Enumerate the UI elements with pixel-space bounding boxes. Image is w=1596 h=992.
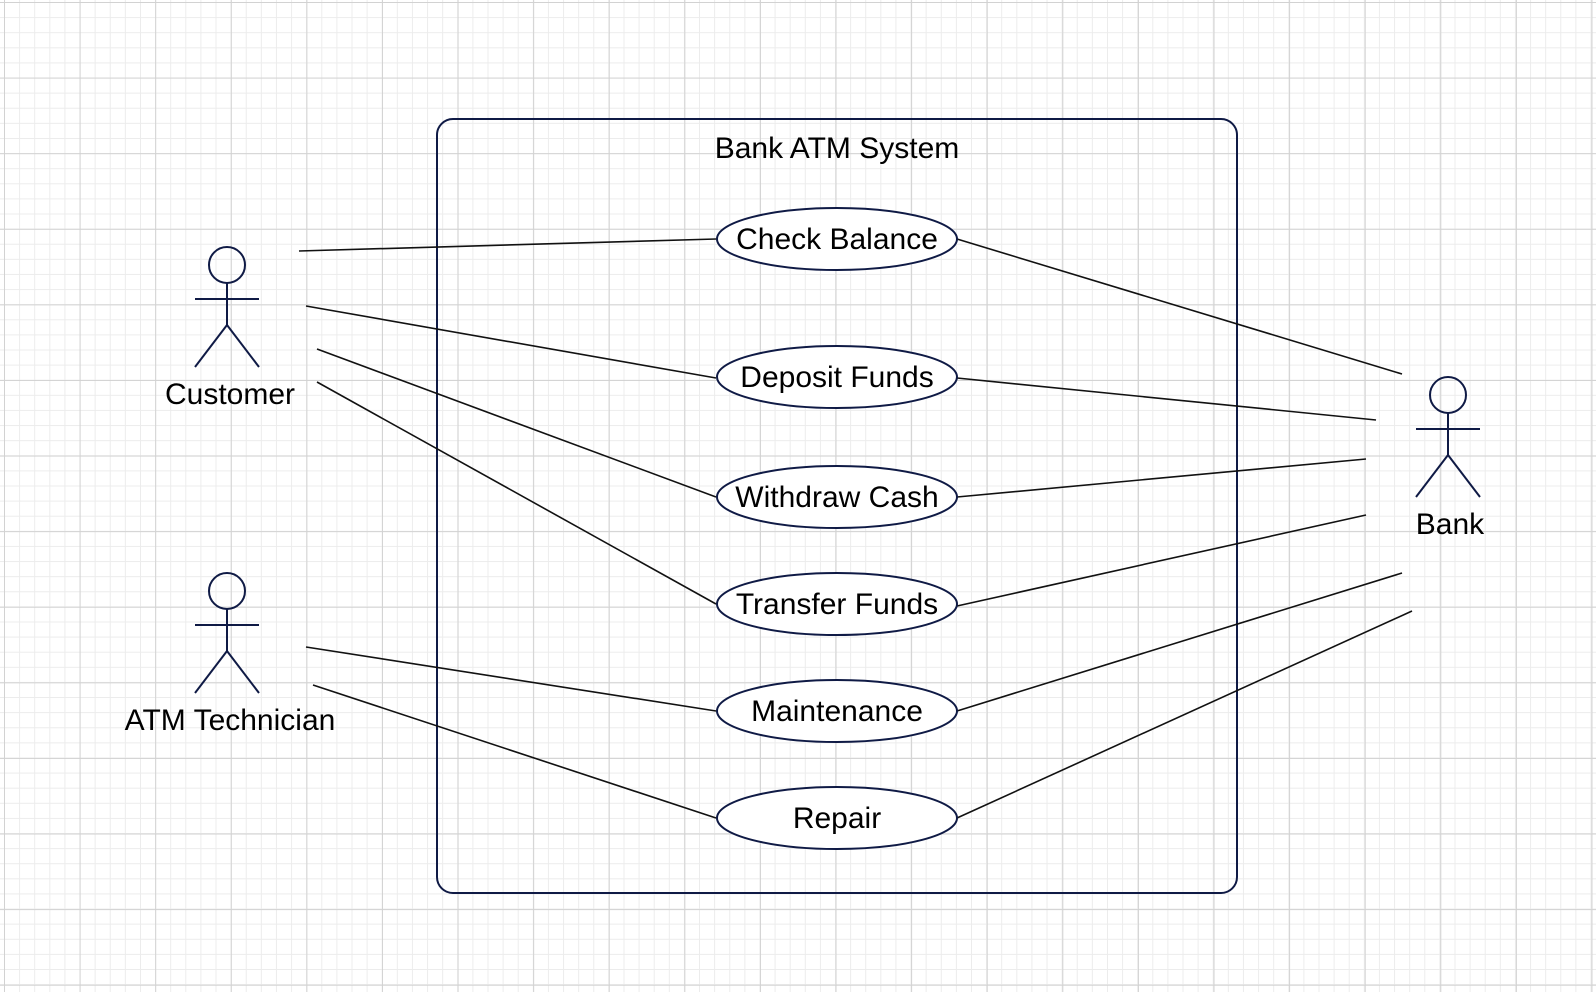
assoc-customer-deposit-funds[interactable] <box>305 305 717 379</box>
assoc-customer-check-balance[interactable] <box>298 238 717 252</box>
assoc-bank-deposit-funds[interactable] <box>956 377 1377 421</box>
assoc-bank-transfer-funds[interactable] <box>956 514 1367 607</box>
use-case-label: Transfer Funds <box>736 588 938 621</box>
use-case-ellipse[interactable] <box>716 679 958 743</box>
use-case-ellipse[interactable] <box>716 465 958 529</box>
actor-label: ATM Technician <box>125 704 336 737</box>
stick-figure-icon[interactable] <box>194 572 260 694</box>
stick-figure-icon[interactable] <box>1415 376 1481 498</box>
use-case-label: Check Balance <box>736 223 938 256</box>
use-case-ellipse[interactable] <box>716 786 958 850</box>
actor-atm-technician[interactable]: ATM Technician <box>125 572 336 737</box>
actor-label: Bank <box>1416 508 1485 541</box>
assoc-technician-repair[interactable] <box>312 684 717 819</box>
stick-figure-icon[interactable] <box>194 246 260 368</box>
assoc-customer-transfer-funds[interactable] <box>316 381 717 605</box>
assoc-bank-repair[interactable] <box>956 610 1413 819</box>
associations <box>298 238 1413 819</box>
use-case-ellipse[interactable] <box>716 572 958 636</box>
actor-label: Customer <box>165 378 295 411</box>
assoc-bank-maintenance[interactable] <box>956 572 1403 712</box>
use-case-label: Maintenance <box>751 695 923 728</box>
assoc-bank-withdraw-cash[interactable] <box>956 458 1367 498</box>
assoc-technician-maintenance[interactable] <box>305 646 717 712</box>
use-case-transfer-funds[interactable]: Transfer Funds <box>716 572 958 636</box>
system-title: Bank ATM System <box>715 132 960 165</box>
use-case-ellipse[interactable] <box>716 207 958 271</box>
use-case-maintenance[interactable]: Maintenance <box>716 679 958 743</box>
actor-customer[interactable]: Customer <box>165 246 295 411</box>
use-case-check-balance[interactable]: Check Balance <box>716 207 958 271</box>
use-case-label: Withdraw Cash <box>735 481 938 514</box>
use-case-label: Deposit Funds <box>740 361 933 394</box>
use-case-deposit-funds[interactable]: Deposit Funds <box>716 345 958 409</box>
assoc-customer-withdraw-cash[interactable] <box>316 348 717 498</box>
assoc-bank-check-balance[interactable] <box>956 238 1403 375</box>
system-boundary[interactable] <box>436 118 1238 894</box>
use-case-label: Repair <box>793 802 881 835</box>
actor-bank[interactable]: Bank <box>1415 376 1485 541</box>
use-case-repair[interactable]: Repair <box>716 786 958 850</box>
use-case-withdraw-cash[interactable]: Withdraw Cash <box>716 465 958 529</box>
use-case-ellipse[interactable] <box>716 345 958 409</box>
